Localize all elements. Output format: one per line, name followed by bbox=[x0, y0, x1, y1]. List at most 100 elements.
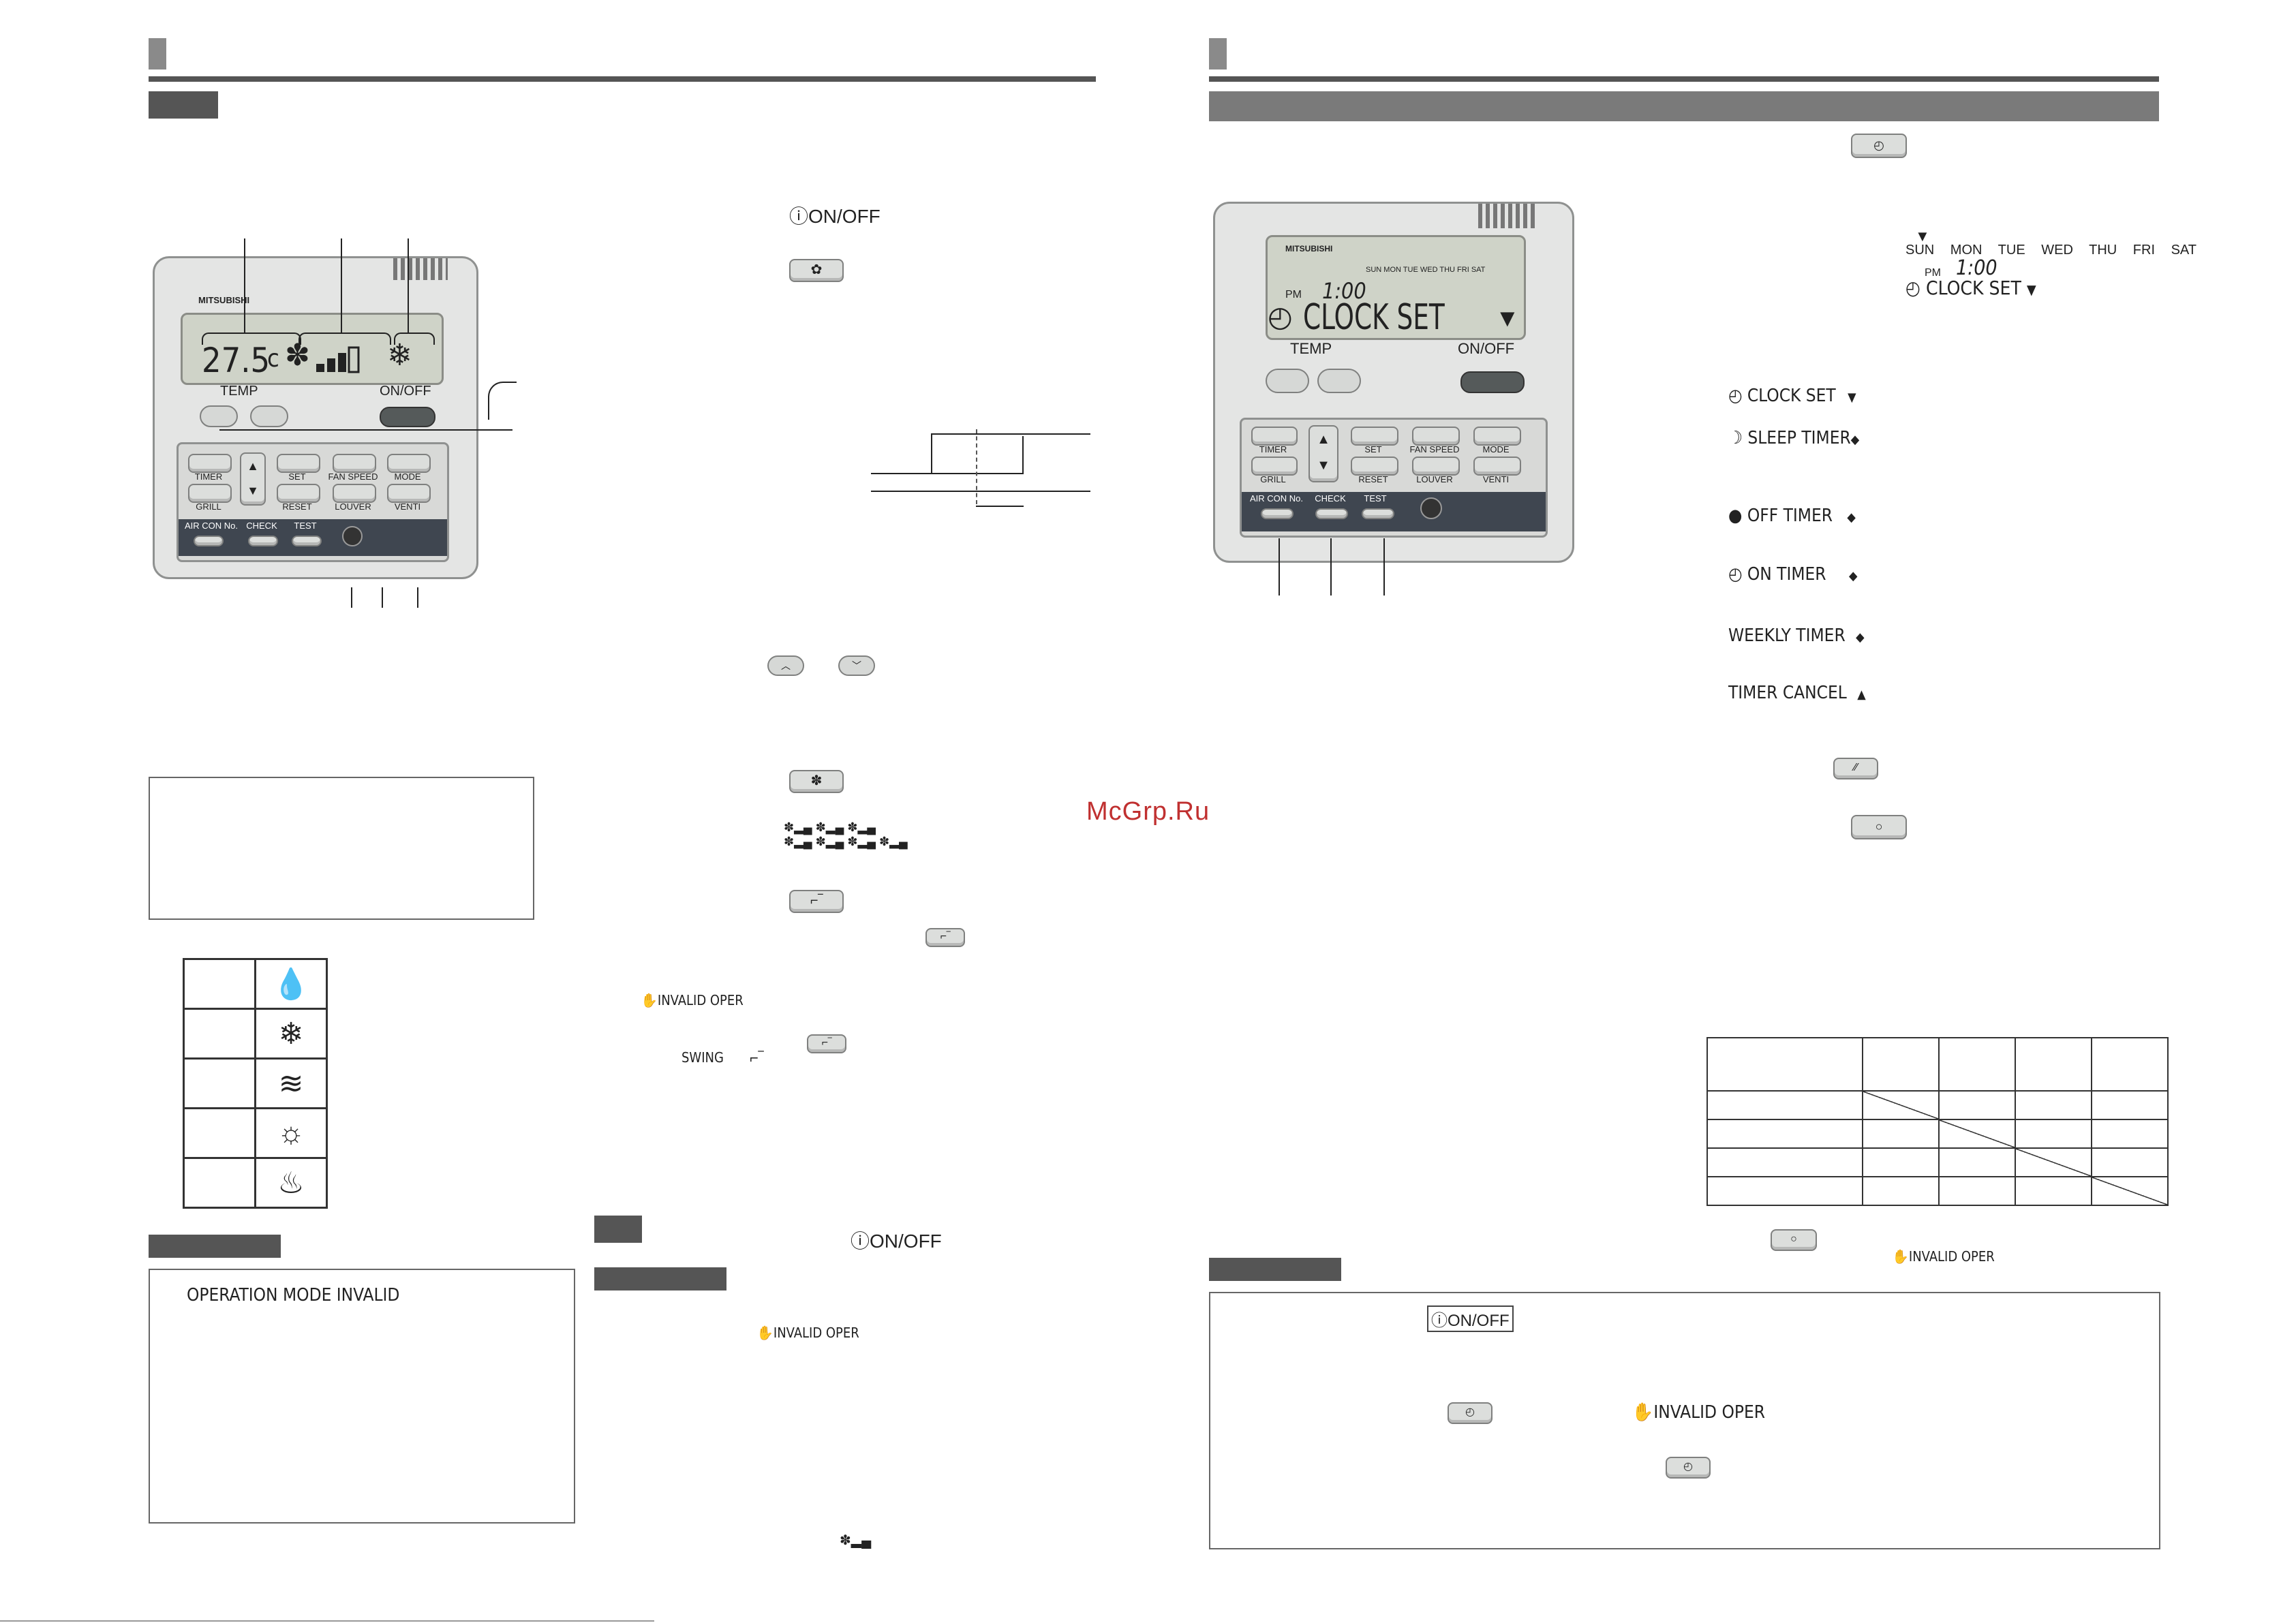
mode-button-icon: ✿ bbox=[789, 259, 844, 282]
table-cell bbox=[1862, 1119, 1940, 1149]
temp-label: TEMP bbox=[1290, 340, 1332, 357]
onoff-boxed: ⓘON/OFF bbox=[1427, 1305, 1514, 1332]
temp-label: TEMP bbox=[220, 384, 258, 399]
diagram-step-h bbox=[931, 473, 1024, 474]
table-cell bbox=[2091, 1037, 2169, 1092]
onoff-boxed-label: ON/OFF bbox=[1448, 1312, 1510, 1330]
menu-weekly-timer: WEEKLY TIMER ◆ bbox=[1728, 625, 1865, 646]
timer-button[interactable] bbox=[1251, 427, 1298, 446]
vent-grille bbox=[393, 258, 448, 280]
diagram-line-bottom bbox=[871, 491, 1090, 492]
venti-button[interactable] bbox=[387, 484, 431, 503]
mode-button[interactable] bbox=[387, 454, 431, 473]
onoff-button[interactable] bbox=[1460, 371, 1525, 393]
callout-line-3 bbox=[408, 238, 409, 334]
grill-button[interactable] bbox=[188, 484, 232, 503]
invalid-oper-r2-label: INVALID OPER bbox=[1653, 1402, 1765, 1423]
up-down-button[interactable]: ▲▼ bbox=[240, 452, 266, 506]
test-label: TEST bbox=[1364, 493, 1387, 504]
mode-cell bbox=[183, 1107, 256, 1159]
fan-speed-steps-icon: ✽▂▄ ✽▂▄ ✽▂▄✽▂▄ ✽▂▄ ✽▂▄ ✽▂▄ bbox=[784, 820, 908, 848]
left-col2-tab bbox=[594, 1267, 726, 1290]
heat-mode-icon: ☼ bbox=[254, 1107, 328, 1159]
check-button[interactable] bbox=[1315, 508, 1348, 519]
swing-text: SWING bbox=[682, 1049, 724, 1066]
onoff-text-1: ⓘON/OFF bbox=[789, 206, 881, 227]
onoff-text-1-label: ON/OFF bbox=[808, 206, 881, 227]
louver-label: LOUVER bbox=[335, 501, 371, 512]
left-col2-tab-small bbox=[594, 1216, 642, 1243]
temp-up-button[interactable] bbox=[1317, 369, 1361, 393]
swing-louver-icon: ⌐‾ bbox=[750, 1049, 764, 1066]
fan-speed-button[interactable] bbox=[1412, 427, 1460, 446]
set-label: SET bbox=[1364, 444, 1382, 454]
mode-cell bbox=[183, 1157, 256, 1209]
reset-button-icon: ⁄⁄ bbox=[1833, 758, 1878, 779]
louver-button-icon: ⌐‾ bbox=[789, 890, 844, 913]
lcd-pm: PM bbox=[1285, 289, 1302, 300]
onoff-button[interactable] bbox=[380, 407, 435, 427]
test-button[interactable] bbox=[1362, 508, 1394, 519]
right-page-marker bbox=[1209, 38, 1227, 69]
mode-button[interactable] bbox=[1473, 427, 1521, 446]
menu-timer-cancel: TIMER CANCEL ▲ bbox=[1728, 683, 1866, 703]
diagram-step-v2 bbox=[1022, 436, 1024, 474]
test-button[interactable] bbox=[292, 536, 322, 546]
operation-mode-box: OPERATION MODE INVALID bbox=[149, 1269, 575, 1524]
lcd-display: 27.5 c ✽ ❄ bbox=[181, 313, 444, 385]
invalid-oper-text-r2: ✋INVALID OPER bbox=[1632, 1402, 1765, 1423]
vent-grille bbox=[1478, 204, 1537, 228]
diagram-line-top bbox=[931, 433, 1090, 435]
left-header-rule bbox=[149, 76, 1096, 82]
temp-down-button[interactable] bbox=[1266, 369, 1309, 393]
table-cell bbox=[2015, 1037, 2092, 1092]
air-con-no-button[interactable] bbox=[1261, 508, 1294, 519]
louver-button-icon-small: ⌐‾ bbox=[925, 928, 965, 947]
up-down-button[interactable]: ▲▼ bbox=[1308, 425, 1338, 482]
reset-button[interactable] bbox=[1351, 457, 1398, 476]
set-button[interactable] bbox=[277, 454, 320, 473]
louver-button[interactable] bbox=[333, 484, 376, 503]
menu-off-timer-label: OFF TIMER bbox=[1747, 506, 1833, 526]
menu-sleep-timer: ☽ SLEEP TIMER◆ bbox=[1728, 428, 1860, 448]
mode-cell bbox=[183, 1008, 256, 1060]
reset-label: RESET bbox=[1358, 474, 1388, 484]
timer-combination-table bbox=[1706, 1037, 2169, 1206]
test-label: TEST bbox=[294, 521, 317, 531]
day-thu: THU bbox=[2089, 243, 2117, 258]
air-con-no-button[interactable] bbox=[194, 536, 224, 546]
louver-label: LOUVER bbox=[1416, 474, 1453, 484]
day-fri: FRI bbox=[2132, 243, 2155, 258]
table-cell bbox=[1706, 1037, 1863, 1092]
table-cell bbox=[2091, 1147, 2169, 1177]
diagram-dashed bbox=[976, 429, 977, 504]
menu-off-timer: ● OFF TIMER ◆ bbox=[1728, 506, 1856, 526]
temp-down-button[interactable] bbox=[200, 405, 238, 427]
temp-up-button[interactable] bbox=[250, 405, 288, 427]
check-label: CHECK bbox=[1315, 493, 1346, 504]
timer-button[interactable] bbox=[188, 454, 232, 473]
louver-button[interactable] bbox=[1412, 457, 1460, 476]
temp-down-icon: ﹀ bbox=[838, 655, 875, 676]
diagram-arrow-stem bbox=[976, 506, 1024, 507]
grill-button[interactable] bbox=[1251, 457, 1298, 476]
operation-mode-invalid-text: OPERATION MODE INVALID bbox=[187, 1285, 400, 1305]
screw-hole bbox=[1420, 497, 1442, 519]
callout-line-r1 bbox=[1279, 538, 1280, 596]
fan-speed-button[interactable] bbox=[333, 454, 376, 473]
right-section-bar bbox=[1209, 91, 2159, 121]
mode-icon-table: 💧 ❄ ≋ ☼ ♨ bbox=[183, 958, 328, 1209]
set-button-icon: ○ bbox=[1851, 815, 1907, 839]
set-button[interactable] bbox=[1351, 427, 1398, 446]
pm-text: PM bbox=[1925, 267, 1941, 279]
left-page-marker bbox=[149, 38, 166, 69]
table-cell bbox=[1862, 1037, 1940, 1092]
menu-sleep-timer-label: SLEEP TIMER bbox=[1747, 428, 1851, 448]
mode-cell bbox=[183, 958, 256, 1010]
mode-cell bbox=[183, 1057, 256, 1109]
reset-button[interactable] bbox=[277, 484, 320, 503]
venti-button[interactable] bbox=[1473, 457, 1521, 476]
table-cell bbox=[1706, 1090, 1863, 1120]
left-remote-controller: MITSUBISHI 27.5 c ✽ ❄ TEMP ON/OFF TIMER … bbox=[153, 256, 478, 579]
check-button[interactable] bbox=[248, 536, 278, 546]
